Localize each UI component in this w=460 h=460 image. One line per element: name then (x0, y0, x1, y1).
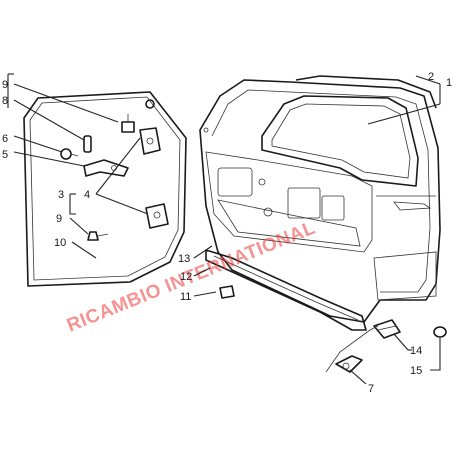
callout-8: 8 (2, 95, 8, 107)
callout-14: 14 (410, 345, 422, 357)
pin-part (83, 135, 92, 153)
retaining-clip-part (219, 285, 235, 299)
callout-2: 2 (428, 71, 434, 83)
bolt-part-upper (121, 114, 135, 133)
door-shell-part (199, 79, 441, 323)
callout-9-lower: 9 (56, 213, 62, 225)
screw-part (60, 148, 79, 160)
callout-11: 11 (180, 291, 191, 303)
courtesy-light-part (325, 325, 379, 373)
callout-13: 13 (178, 253, 190, 265)
top-grommet-part (145, 99, 155, 109)
leader-lines (7, 73, 441, 385)
callout-4: 4 (84, 189, 90, 201)
lower-trim-strip-part (205, 249, 367, 331)
callout-10: 10 (54, 237, 66, 249)
callout-12: 12 (180, 271, 192, 283)
cap-plug-part (433, 326, 447, 338)
door-top-moulding-part (295, 75, 437, 109)
sill-bracket-part (373, 319, 401, 339)
door-seal-part (23, 91, 187, 287)
lower-hinge-part (145, 203, 169, 229)
callout-15: 15 (410, 365, 422, 377)
callout-7: 7 (368, 383, 374, 395)
bolt-part-lower (87, 231, 109, 241)
callout-1: 1 (446, 77, 452, 89)
callout-9-top: 9 (2, 79, 8, 91)
callout-3: 3 (58, 189, 64, 201)
callout-6: 6 (2, 133, 8, 145)
callout-5: 5 (2, 149, 8, 161)
upper-hinge-part (139, 127, 161, 155)
